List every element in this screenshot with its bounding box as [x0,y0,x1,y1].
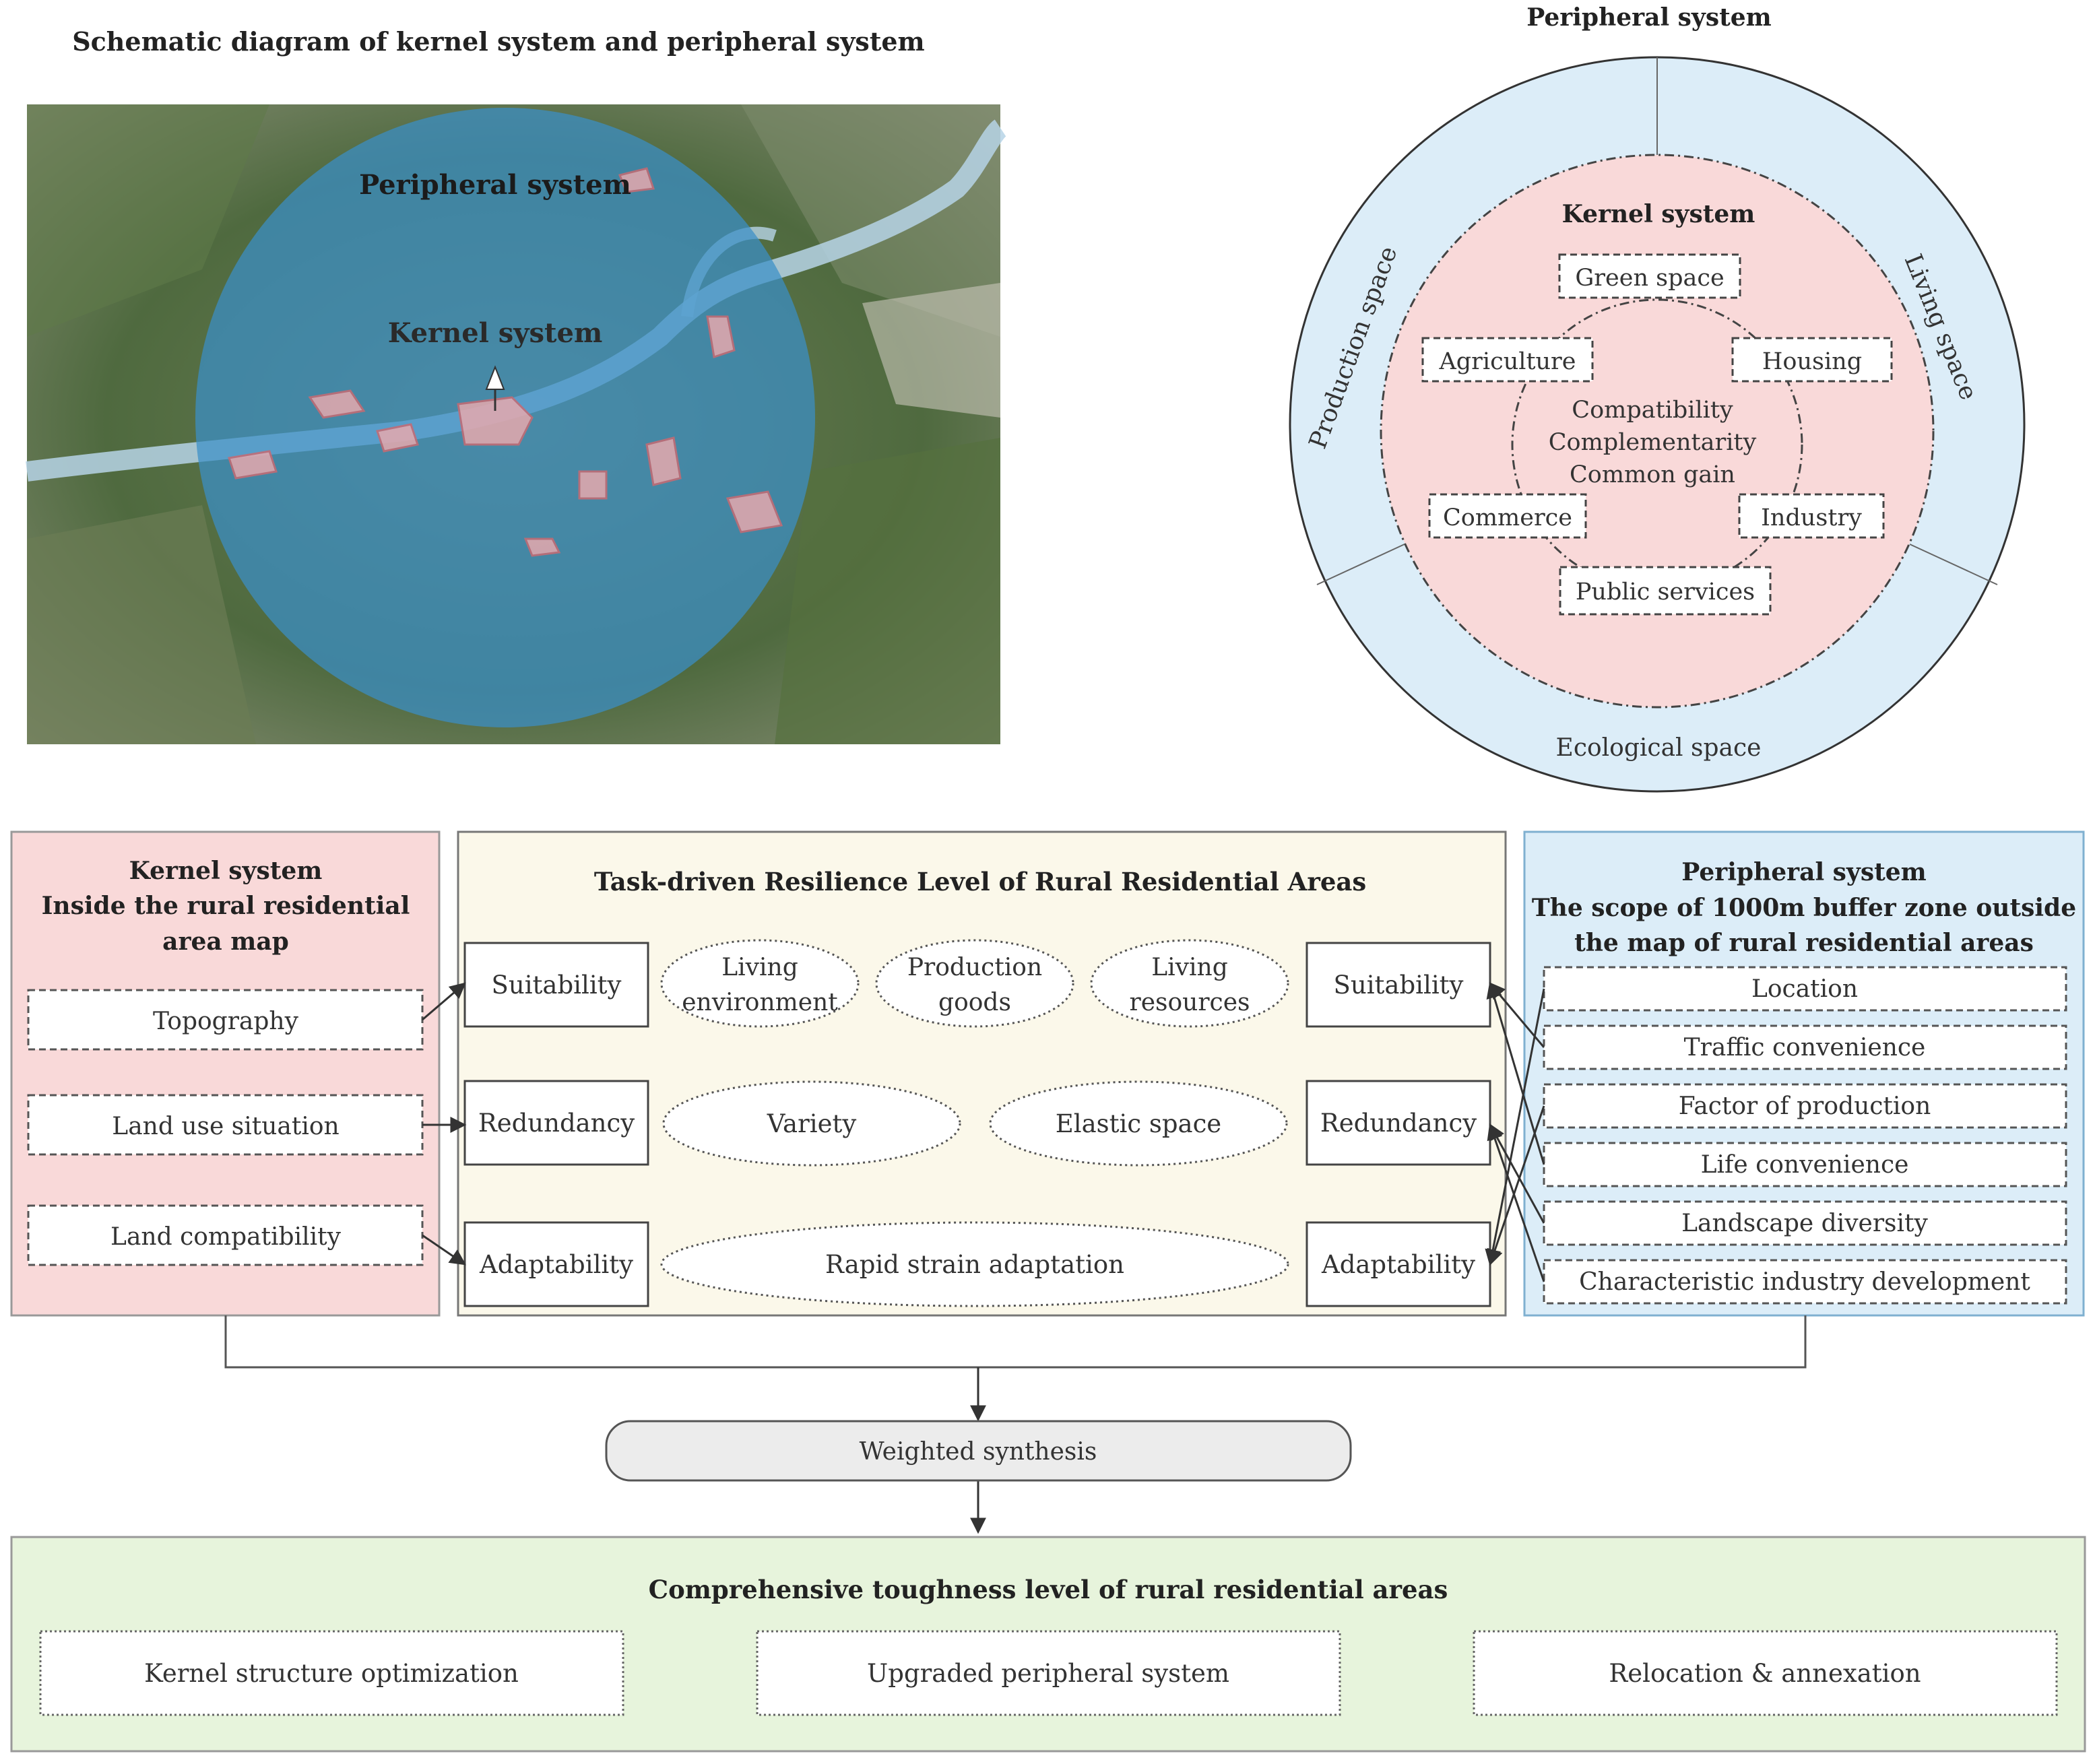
settlement-patches [228,167,783,557]
outcome-relocation: Relocation & annexation [1473,1630,2058,1716]
kernel-panel-title-3: area map [162,927,289,956]
kernel-item-agriculture: Agriculture [1421,337,1594,383]
svg-text:Public services: Public services [1576,579,1755,606]
svg-text:Suitability: Suitability [1334,971,1464,1000]
svg-text:goods: goods [938,989,1011,1016]
svg-text:Living: Living [1151,954,1228,981]
ellipse-elastic-space: Elastic space [989,1080,1288,1167]
svg-text:Elastic space: Elastic space [1056,1109,1221,1138]
svg-text:resources: resources [1130,989,1250,1016]
right-box-redundancy: Redundancy [1306,1080,1491,1166]
ellipse-production-goods: Production goods [875,939,1074,1028]
peripheral-factor-traffic: Traffic convenience [1543,1024,2067,1070]
svg-text:Land compatibility: Land compatibility [110,1223,342,1251]
ellipse-rapid-strain-adaptation: Rapid strain adaptation [660,1221,1289,1307]
kernel-factor-land-use: Land use situation [27,1094,424,1156]
peripheral-panel-title-1: Peripheral system [1681,858,1926,886]
svg-text:Production: Production [907,954,1042,981]
satellite-map: Peripheral system Kernel system [26,104,1007,744]
center-text-compatibility: Compatibility [1572,397,1733,424]
svg-text:Location: Location [1751,975,1858,1003]
left-box-suitability: Suitability [463,942,649,1028]
kernel-title: Kernel system [1562,200,1755,228]
right-box-suitability: Suitability [1306,942,1491,1028]
bottom-panel: Comprehensive toughness level of rural r… [10,1536,2086,1753]
left-box-adaptability: Adaptability [463,1221,649,1307]
kernel-circle [1380,154,1935,709]
outcome-upgraded-peripheral: Upgraded peripheral system [756,1630,1341,1716]
peripheral-factor-industry: Characteristic industry development [1543,1259,2067,1305]
peripheral-factor-production: Factor of production [1543,1083,2067,1129]
center-text-common-gain: Common gain [1570,461,1735,488]
svg-text:Housing: Housing [1762,348,1862,375]
peripheral-factor-life-convenience: Life convenience [1543,1142,2067,1187]
weighted-synthesis-node: Weighted synthesis [605,1420,1352,1482]
svg-text:Living: Living [721,954,798,981]
kernel-factor-topography: Topography [27,989,424,1051]
map-label-peripheral: Peripheral system [359,169,631,201]
svg-text:Kernel structure optimization: Kernel structure optimization [144,1659,519,1688]
svg-text:Factor of production: Factor of production [1679,1092,1931,1120]
map-label-kernel: Kernel system [388,317,603,349]
connector-arrows [224,981,1807,1534]
svg-text:Upgraded peripheral system: Upgraded peripheral system [867,1659,1229,1688]
center-text-complementarity: Complementarity [1549,429,1757,456]
svg-text:Land use situation: Land use situation [112,1113,339,1140]
svg-text:Redundancy: Redundancy [1320,1109,1477,1138]
kernel-item-industry: Industry [1738,493,1885,539]
kernel-item-housing: Housing [1731,337,1893,383]
svg-text:Agriculture: Agriculture [1439,348,1576,375]
svg-text:Landscape diversity: Landscape diversity [1681,1210,1928,1237]
ellipse-living-resources: Living resources [1090,939,1289,1028]
svg-text:Topography: Topography [153,1008,299,1035]
svg-text:Redundancy: Redundancy [478,1109,635,1138]
svg-text:Weighted synthesis: Weighted synthesis [860,1438,1097,1466]
bottom-panel-title: Comprehensive toughness level of rural r… [649,1575,1448,1604]
svg-text:Characteristic industry develo: Characteristic industry development [1579,1268,2030,1296]
svg-text:Adaptability: Adaptability [479,1250,633,1279]
svg-text:Commerce: Commerce [1443,504,1572,531]
circle-outer-title: Peripheral system [1526,3,1771,32]
svg-text:Suitability: Suitability [492,971,622,1000]
ellipse-variety: Variety [662,1080,961,1167]
peripheral-panel-title-2: The scope of 1000m buffer zone outside [1532,894,2076,922]
peripheral-panel-title-3: the map of rural residential areas [1574,929,2034,957]
svg-text:Life convenience: Life convenience [1701,1151,1909,1179]
kernel-panel-title-1: Kernel system [129,857,323,885]
svg-text:Traffic convenience: Traffic convenience [1684,1034,1926,1061]
peripheral-factor-landscape: Landscape diversity [1543,1200,2067,1246]
kernel-item-green-space: Green space [1558,253,1741,299]
svg-text:Industry: Industry [1761,504,1862,531]
kernel-item-public-services: Public services [1559,566,1772,616]
left-box-redundancy: Redundancy [463,1080,649,1166]
inner-dashed-circle [1511,298,1803,591]
svg-text:Rapid strain adaptation: Rapid strain adaptation [825,1250,1124,1279]
svg-text:Green space: Green space [1575,265,1724,292]
kernel-item-commerce: Commerce [1428,493,1587,539]
svg-text:environment: environment [682,989,838,1016]
sector-label-ecological: Ecological space [1556,734,1762,762]
svg-text:Adaptability: Adaptability [1321,1250,1475,1279]
peripheral-panel: Peripheral system The scope of 1000m buf… [1523,830,2085,1317]
kernel-panel: Kernel system Inside the rural residenti… [10,830,441,1317]
peripheral-factor-location: Location [1543,966,2067,1012]
kernel-factor-land-compatibility: Land compatibility [27,1204,424,1266]
outcome-kernel-optimization: Kernel structure optimization [39,1630,624,1716]
map-title: Schematic diagram of kernel system and p… [72,26,925,57]
svg-text:Variety: Variety [767,1109,857,1138]
right-box-adaptability: Adaptability [1306,1221,1491,1307]
task-panel-title: Task-driven Resilience Level of Rural Re… [594,867,1366,896]
kernel-panel-title-2: Inside the rural residential [42,892,410,920]
task-panel: Task-driven Resilience Level of Rural Re… [457,830,1507,1317]
circle-diagram: Peripheral system Production space Livin… [1289,3,2026,793]
ellipse-living-environment: Living environment [660,939,860,1028]
svg-text:Relocation & annexation: Relocation & annexation [1609,1659,1921,1688]
